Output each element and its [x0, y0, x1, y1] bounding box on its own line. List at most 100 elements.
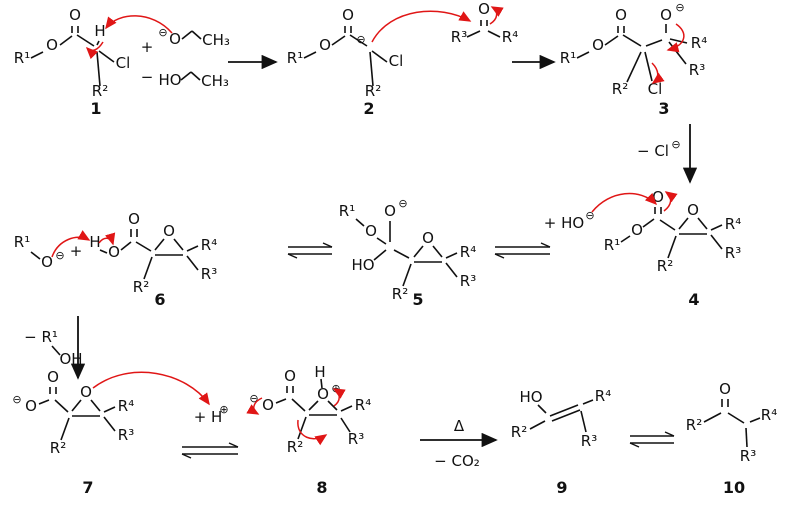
- structure-number-2: 2: [363, 99, 374, 118]
- structure-1-bonds: [30, 26, 115, 87]
- electron-arrow-co-bond-to-o: [332, 388, 346, 407]
- equilibrium-arrows-9-10: [629, 431, 675, 448]
- atom-label-r1: R¹: [14, 49, 30, 67]
- structure-number-6: 6: [154, 290, 165, 309]
- plus-ho-label: + HO: [544, 214, 584, 232]
- equilibrium-arrows-6-5: [287, 242, 333, 259]
- alkoxide-charge-icon: ⊖: [398, 197, 407, 210]
- structure-number-7: 7: [82, 478, 93, 497]
- atom-label-r2: R²: [657, 257, 673, 275]
- atom-label-r1: R¹: [14, 233, 30, 251]
- equilibrium-arrows-7-8: [181, 442, 239, 459]
- reagent-ethoxide: + ⊖ O CH₃: [141, 26, 230, 56]
- structure-3: R¹ O O O ⊖ R⁴ R³ Cl R² 3: [560, 1, 707, 118]
- structure-9: HO R² R⁴ R³ 9: [511, 387, 611, 497]
- atom-label-ch3: CH₃: [201, 72, 229, 90]
- atom-label-r1: R¹: [339, 202, 355, 220]
- atom-label-r1: R¹: [604, 236, 620, 254]
- structure-6-bonds: [120, 229, 199, 280]
- atom-label-r2: R²: [92, 82, 108, 100]
- structure-8-bonds: [275, 378, 353, 440]
- atom-label-r3: R³: [689, 61, 705, 79]
- structure-5: R¹ O O ⊖ HO O R⁴ R³ R² 5: [339, 197, 476, 309]
- ketone-bonds: [466, 20, 501, 38]
- atom-label-r4: R⁴: [761, 406, 777, 424]
- atom-label-r3: R³: [740, 447, 756, 465]
- atom-label-r3: R³: [581, 432, 597, 450]
- atom-label-alkoxide-o: O: [41, 253, 53, 271]
- structure-number-3: 3: [658, 99, 669, 118]
- structure-2: R¹ O O ⊖ Cl R² 2: [287, 6, 472, 118]
- atom-label-h: H: [94, 22, 105, 40]
- plus-sign: +: [141, 38, 154, 56]
- structure-number-1: 1: [90, 99, 101, 118]
- structure-number-8: 8: [316, 478, 327, 497]
- carboxylate-charge-icon: ⊖: [12, 393, 21, 406]
- minus-cl-label: − Cl: [637, 142, 669, 160]
- atom-label-r4: R⁴: [725, 215, 741, 233]
- atom-label-oxonium-o: O: [317, 385, 329, 403]
- structure-number-5: 5: [412, 290, 423, 309]
- atom-label-alkoxide-o: O: [660, 6, 672, 24]
- plus-h-label: + H: [194, 408, 223, 426]
- atom-label-r2: R²: [686, 416, 702, 434]
- electron-arrow-carboxylate-to-carbon: [246, 397, 263, 415]
- atom-label-r3: R³: [348, 430, 364, 448]
- atom-label-r3: R³: [118, 426, 134, 444]
- reagent-plus-h: + H ⊕: [194, 403, 229, 426]
- electron-arrow-oh-bond-to-o: [98, 232, 116, 246]
- structure-5-bonds: [355, 218, 458, 287]
- electron-arrow-alkoxide-to-h: [51, 230, 91, 258]
- atom-label-epoxide-o: O: [422, 229, 434, 247]
- atom-label-r3: R³: [451, 28, 467, 46]
- atom-label-carboxylate-o: O: [262, 396, 274, 414]
- reagent-ethanol: − HO CH₃: [141, 68, 229, 90]
- atom-label-ho: HO: [351, 256, 374, 274]
- atom-label-r3: R³: [460, 272, 476, 290]
- atom-label-o: O: [169, 30, 181, 48]
- atom-label-ch3: CH₃: [202, 31, 230, 49]
- carbanion-charge-icon: ⊖: [356, 33, 365, 46]
- atom-label-o: O: [478, 0, 490, 18]
- step-decarboxylation: Δ − CO₂: [420, 417, 498, 470]
- atom-label-acid-o: O: [108, 243, 120, 261]
- atom-label-r4: R⁴: [595, 387, 611, 405]
- atom-label-r3: R³: [725, 244, 741, 262]
- structure-10-bonds: [703, 399, 761, 448]
- oh-label: OH: [59, 350, 82, 368]
- atom-label-ho: HO: [158, 71, 181, 89]
- atom-label-r2: R²: [50, 439, 66, 457]
- carboxylate-charge-icon: ⊖: [249, 392, 258, 405]
- atom-label-r2: R²: [287, 438, 303, 456]
- bond-r1-o: [30, 251, 41, 260]
- ethoxide-bonds: [181, 30, 202, 40]
- minus-charge-icon: ⊖: [55, 249, 64, 262]
- electron-arrow-cc-bond-to-pi: [297, 419, 328, 446]
- electron-arrow-epoxide-o-to-proton: [92, 371, 210, 406]
- atom-label-r2: R²: [392, 285, 408, 303]
- structure-6: R¹ O ⊖ + H O O O R⁴ R³ R² 6: [14, 210, 217, 309]
- atom-label-r2: R²: [612, 80, 628, 98]
- electron-arrow-ccl-bond-to-cl: [651, 62, 665, 84]
- atom-label-o: O: [719, 380, 731, 398]
- atom-label-r4: R⁴: [201, 236, 217, 254]
- electron-arrow-pi-to-o: [489, 6, 504, 25]
- atom-label-oxonium-h: H: [314, 363, 325, 381]
- atom-label-r4: R⁴: [118, 397, 134, 415]
- structure-10: O R² R⁴ R³ 10: [686, 380, 777, 497]
- atom-label-carbonyl-o: O: [615, 6, 627, 24]
- atom-label-r4: R⁴: [460, 243, 476, 261]
- atom-label-cl: Cl: [116, 54, 131, 72]
- atom-label-epoxide-o: O: [80, 383, 92, 401]
- atom-label-carbonyl-o: O: [342, 6, 354, 24]
- atom-label-r2: R²: [133, 278, 149, 296]
- step-minus-r1oh: − R¹ OH: [24, 316, 86, 380]
- electron-arrow-carbanion-to-ketone: [371, 10, 472, 43]
- atom-label-r2: R²: [365, 82, 381, 100]
- ethanol-bonds: [180, 71, 201, 81]
- minus-r1-label: − R¹: [24, 328, 58, 346]
- structure-7: ⊖ O O O R⁴ R³ R² 7: [12, 368, 210, 497]
- minus-charge-icon: ⊖: [585, 209, 594, 222]
- atom-label-r4: R⁴: [355, 396, 371, 414]
